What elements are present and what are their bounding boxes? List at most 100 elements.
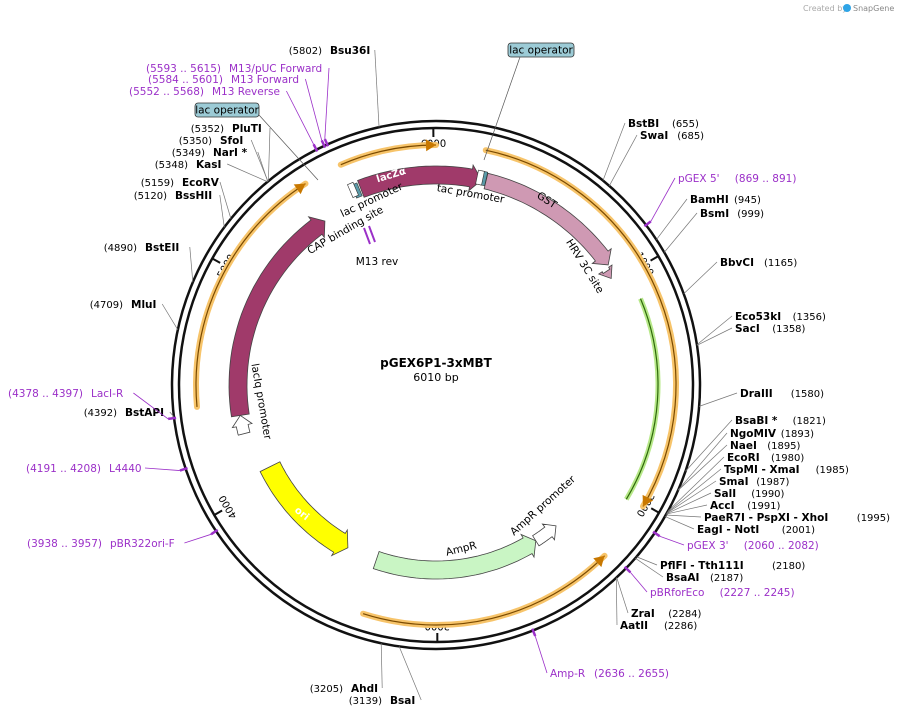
site-pos: (1895) <box>767 441 800 452</box>
backbone-inner-ring <box>177 126 695 644</box>
site-name: AccI <box>710 500 734 512</box>
tick-4000 <box>213 509 223 516</box>
label-laci: lacI <box>238 281 252 302</box>
primer-pgex-3: pGEX 3'(2060 .. 2082) <box>652 530 819 552</box>
site-eagi-noti: EagI - NotI (2001) <box>697 524 815 536</box>
m13-rev-mark-1 <box>363 227 371 245</box>
site-smai: SmaI(1987) <box>719 476 790 488</box>
site-name: SwaI <box>640 130 668 142</box>
orf-arc-head-1 <box>593 555 605 568</box>
site-pos: (5352) <box>191 124 224 135</box>
primer-range: (5584 .. 5601) <box>148 74 223 86</box>
site-pos: (999) <box>737 209 764 220</box>
feature-ampr-promoter <box>532 523 557 547</box>
feature-lacza <box>357 163 483 198</box>
site-name: BstBI <box>628 118 659 130</box>
orf-arc-green <box>624 297 661 501</box>
site-name: EagI - NotI <box>697 524 759 536</box>
site-pos: (2001) <box>782 525 815 536</box>
site-name: AatII <box>620 620 648 632</box>
site-ngomiv: NgoMIV(1893) <box>730 428 814 440</box>
feature-hrv-3c-site <box>597 264 613 280</box>
site-pflfi-tth111i: PflFI - Tth111I (2180) <box>660 560 805 572</box>
primer-amp-r: Amp-R(2636 .. 2655) <box>531 628 669 680</box>
svg-text:lac operator: lac operator <box>509 45 573 57</box>
primer-pgex-5: pGEX 5'(869 .. 891) <box>643 173 797 228</box>
site-name: ZraI <box>631 608 655 620</box>
site-sfoi: SfoI(5350) <box>179 135 244 147</box>
site-name: PluTI <box>232 123 262 135</box>
site-ahdi: AhdI(3205) <box>310 683 378 695</box>
orf-arc-head-2 <box>293 183 306 195</box>
site-pluti: PluTI (5352) <box>191 123 262 135</box>
site-bsaai: BsaAI(2187) <box>666 572 743 584</box>
site-name: PflFI - Tth111I <box>660 560 744 572</box>
primer-pbr322ori-f: pBR322ori-F (3938 .. 3957) <box>27 528 219 550</box>
site-name: BssHII <box>175 190 212 202</box>
site-pos: (1980) <box>771 453 804 464</box>
feature-gst <box>483 172 612 266</box>
site-bsshii: BssHII (5120) <box>134 190 212 202</box>
site-pos: (1987) <box>756 477 789 488</box>
site-pos: (2180) <box>772 561 805 572</box>
site-pos: (5802) <box>289 46 322 57</box>
primer-m13-reverse: M13 Reverse(5552 .. 5568) <box>129 86 319 153</box>
tick-label-4000: 4000 <box>217 493 239 521</box>
site-draiii: DraIII(1580) <box>740 388 824 400</box>
primer-range: (3938 .. 3957) <box>27 538 102 550</box>
primer-name: M13 Reverse <box>212 86 280 98</box>
primer-name: pBR322ori-F <box>110 538 175 550</box>
label-laciq-promoter: lacIq promoter <box>248 363 273 442</box>
site-pos: (3139) <box>349 696 382 707</box>
site-pos: (5159) <box>141 178 174 189</box>
lac-operator-box-top: lac operator <box>483 42 575 161</box>
primer-pbrforeco: pBRforEco (2227 .. 2245) <box>623 565 795 599</box>
site-bbvci: BbvCI(1165) <box>720 257 797 269</box>
feature-ampr <box>372 533 537 580</box>
primer-mark <box>210 528 219 536</box>
orf-arc-green-line <box>625 298 659 500</box>
site-bsteii: BstEII(4890) <box>104 242 180 254</box>
orf-arc-line-2 <box>195 183 306 407</box>
tick-1000 <box>650 255 659 262</box>
primer-range: (5593 .. 5615) <box>146 63 221 75</box>
site-leader-lines <box>161 49 738 701</box>
site-name: DraIII <box>740 388 773 400</box>
site-name: BamHI <box>690 194 729 206</box>
primer-range: (2227 .. 2245) <box>720 587 795 599</box>
site-pos: (5120) <box>134 191 167 202</box>
site-name: BstAPI <box>125 407 164 419</box>
site-kasi: KasI (5348) <box>155 159 222 171</box>
site-pos: (5350) <box>179 136 212 147</box>
primer-laci-r: LacI-R(4378 .. 4397) <box>8 388 177 421</box>
m13-rev-mark-2 <box>368 225 376 243</box>
site-pos: (2286) <box>664 621 697 632</box>
site-name: KasI <box>196 159 221 171</box>
site-mlui: MluI(4709) <box>90 299 157 311</box>
site-bsmi: BsmI(999) <box>700 208 764 220</box>
site-pos: (655) <box>672 119 699 130</box>
site-pos: (1821) <box>793 416 826 427</box>
site-tspmi-xmai: TspMI - XmaI(1985) <box>724 464 849 476</box>
orf-arc-line-1 <box>362 555 606 626</box>
site-pos: (685) <box>677 131 704 142</box>
primer-range: (2636 .. 2655) <box>594 668 669 680</box>
site-name: SalI <box>714 488 736 500</box>
site-pos: (945) <box>734 195 761 206</box>
tick-2000 <box>650 507 660 514</box>
primer-name: pGEX 3' <box>687 540 729 552</box>
site-pos: (3205) <box>310 684 343 695</box>
brand-name: SnapGene <box>853 4 894 13</box>
primer-mark <box>167 416 177 421</box>
site-name: BstEII <box>145 242 179 254</box>
primer-name: pBRforEco <box>650 587 704 599</box>
feature-ori <box>259 461 349 557</box>
site-pos: (5348) <box>155 160 188 171</box>
site-labels: Bsu36I(5802)BstBI(655)SwaI(685)BamHI(945… <box>8 45 890 707</box>
site-name: NarI * <box>213 147 248 159</box>
site-pos: (4392) <box>84 408 117 419</box>
primer-mark <box>312 143 319 153</box>
site-sali: SalI(1990) <box>714 488 785 500</box>
primer-range: (869 .. 891) <box>735 173 797 185</box>
orf-arc-head-0 <box>642 494 654 507</box>
